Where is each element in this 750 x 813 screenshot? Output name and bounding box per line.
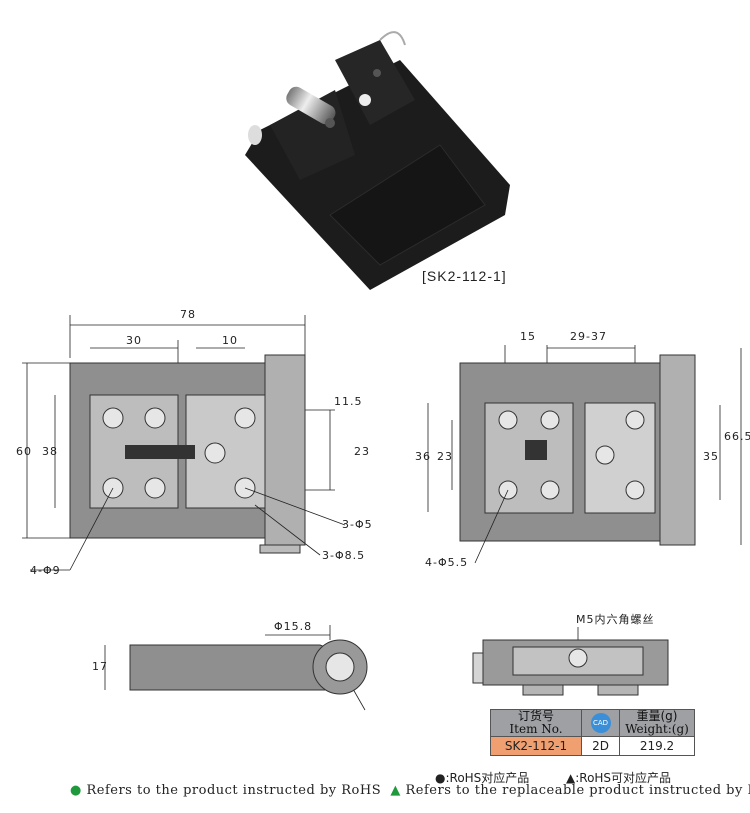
dim-4-phi5-5: 4-Φ5.5 — [425, 556, 469, 569]
dim-15: 15 — [520, 330, 536, 343]
spec-table: 订货号 Item No. CAD 重量(g) Weight:(g) SK2-11… — [490, 709, 695, 756]
m5-screw-label: M5内六角螺丝 — [576, 613, 655, 626]
model-caption: [SK2-112-1] — [422, 268, 507, 284]
dim-3-phi5: 3-Φ5 — [342, 518, 373, 531]
dim-30: 30 — [126, 334, 142, 347]
green-dot-icon: ● — [70, 783, 82, 798]
product-photo — [245, 31, 510, 290]
dim-23: 23 — [354, 445, 370, 458]
top-view-drawing — [22, 315, 346, 571]
dim-35: 35 — [703, 450, 719, 463]
legend-cn-rohs: ●:RoHS对应产品 — [435, 771, 530, 785]
weight-header: 重量(g) Weight:(g) — [619, 709, 695, 737]
dim-phi15-8: Φ15.8 — [274, 620, 313, 633]
dim-4-phi9: 4-Φ9 — [30, 564, 61, 577]
dim-78: 78 — [180, 308, 196, 321]
dim-3-phi8-5: 3-Φ8.5 — [322, 549, 366, 562]
weight-cell: 219.2 — [619, 736, 695, 756]
item-no-cell: SK2-112-1 — [490, 736, 582, 756]
dim-36: 36 — [415, 450, 431, 463]
dim-60: 60 — [16, 445, 32, 458]
dim-17: 17 — [92, 660, 108, 673]
legend-en: ● Refers to the product instructed by Ro… — [70, 783, 750, 798]
legend-en-rohs: Refers to the product instructed by RoHS — [86, 783, 382, 798]
dim-10: 10 — [222, 334, 238, 347]
dim-66-5: 66.5 — [724, 430, 750, 443]
cad-icon: CAD — [590, 713, 611, 733]
end-view-drawing — [472, 627, 669, 696]
back-view-drawing — [427, 345, 742, 564]
legend-cn-replaceable: ▲:RoHS可对应产品 — [566, 771, 672, 785]
cad-header: CAD — [581, 709, 620, 737]
side-view-drawing — [104, 625, 368, 711]
legend-en-replaceable: Refers to the replaceable product instru… — [405, 783, 750, 798]
item-no-header: 订货号 Item No. — [490, 709, 582, 737]
dim-11-5: 11.5 — [334, 395, 363, 408]
green-triangle-icon: ▲ — [390, 783, 401, 798]
dim-29-37: 29-37 — [570, 330, 607, 343]
dim-23b: 23 — [437, 450, 453, 463]
cad-cell: 2D — [581, 736, 620, 756]
dim-38: 38 — [42, 445, 58, 458]
